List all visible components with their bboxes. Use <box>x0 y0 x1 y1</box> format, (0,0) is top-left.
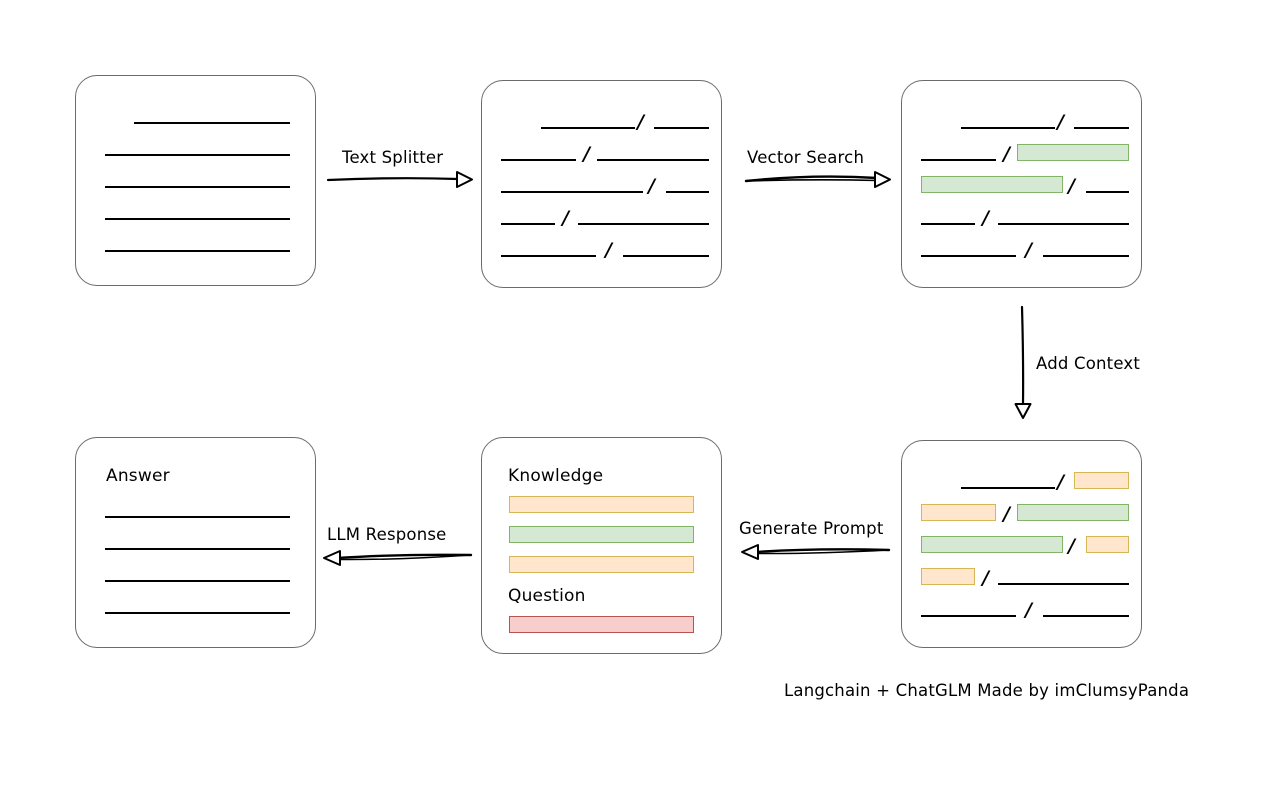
node-source-document[interactable] <box>75 75 316 286</box>
chunk-separator: / <box>1025 239 1032 261</box>
chunk-line <box>961 127 1055 129</box>
text-line <box>105 548 290 550</box>
chunk-line <box>597 159 709 161</box>
text-line <box>105 516 290 518</box>
edge-label-llm-response: LLM Response <box>327 525 447 544</box>
matched-chunk-green <box>1017 144 1129 161</box>
arrow-generate-prompt <box>741 544 891 560</box>
chunk-line <box>921 615 1016 617</box>
chunk-separator: / <box>982 567 989 589</box>
chunk-line <box>998 583 1129 585</box>
chunk-line <box>501 223 555 225</box>
chunk-line <box>578 223 709 225</box>
node-matched-document[interactable]: / / / / / <box>901 80 1142 288</box>
chunk-separator: / <box>1057 111 1064 133</box>
chunk-line <box>501 255 596 257</box>
context-chunk-yellow <box>1086 536 1129 553</box>
arrow-vector-search <box>744 171 891 188</box>
matched-chunk-green <box>921 536 1063 553</box>
chunk-line <box>666 191 709 193</box>
chunk-separator: / <box>648 175 655 197</box>
text-line <box>105 186 290 188</box>
chunk-line <box>921 159 996 161</box>
chunk-separator: / <box>1003 143 1010 165</box>
edge-label-vector-search: Vector Search <box>747 148 865 167</box>
knowledge-chunk-yellow <box>509 556 694 573</box>
node-prompt[interactable]: Knowledge Question <box>481 437 722 654</box>
chunk-line <box>921 255 1016 257</box>
text-line <box>105 612 290 614</box>
chunk-separator: / <box>1068 175 1075 197</box>
chunk-line <box>501 191 643 193</box>
text-line <box>105 218 290 220</box>
edge-label-add-context: Add Context <box>1036 354 1141 373</box>
text-line <box>134 122 290 124</box>
text-line <box>105 250 290 252</box>
chunk-line <box>961 487 1055 489</box>
arrow-add-context <box>1014 305 1032 419</box>
chunk-separator: / <box>1068 535 1075 557</box>
context-chunk-yellow <box>1074 472 1129 489</box>
matched-chunk-green <box>921 176 1063 193</box>
text-line <box>105 154 290 156</box>
chunk-separator: / <box>562 207 569 229</box>
chunk-line <box>623 255 709 257</box>
chunk-line <box>541 127 635 129</box>
chunk-line <box>501 159 576 161</box>
text-line <box>105 580 290 582</box>
chunk-line <box>654 127 709 129</box>
chunk-separator: / <box>583 143 590 165</box>
chunk-line <box>1043 615 1129 617</box>
chunk-separator: / <box>605 239 612 261</box>
chunk-line <box>1074 127 1129 129</box>
answer-label: Answer <box>106 466 170 486</box>
knowledge-label: Knowledge <box>508 466 604 486</box>
chunk-separator: / <box>1003 503 1010 525</box>
knowledge-chunk-green <box>509 526 694 543</box>
footer-credit: Langchain + ChatGLM Made by imClumsyPand… <box>784 681 1190 700</box>
context-chunk-yellow <box>921 504 996 521</box>
chunk-separator: / <box>637 111 644 133</box>
knowledge-chunk-yellow <box>509 496 694 513</box>
node-split-document[interactable]: / / / / / <box>481 80 722 288</box>
chunk-line <box>1043 255 1129 257</box>
chunk-line <box>921 223 975 225</box>
edge-label-generate-prompt: Generate Prompt <box>739 519 884 538</box>
node-context-document[interactable]: / / / / / <box>901 440 1142 648</box>
chunk-separator: / <box>982 207 989 229</box>
arrow-llm-response <box>323 550 473 566</box>
chunk-separator: / <box>1057 471 1064 493</box>
context-chunk-yellow <box>921 568 975 585</box>
question-label: Question <box>508 586 586 606</box>
node-answer[interactable]: Answer <box>75 437 316 648</box>
edge-label-text-splitter: Text Splitter <box>342 148 444 167</box>
chunk-separator: / <box>1025 599 1032 621</box>
arrow-text-splitter <box>326 171 473 188</box>
chunk-line <box>998 223 1129 225</box>
matched-chunk-green <box>1017 504 1129 521</box>
question-chunk-red <box>509 616 694 633</box>
chunk-line <box>1086 191 1129 193</box>
